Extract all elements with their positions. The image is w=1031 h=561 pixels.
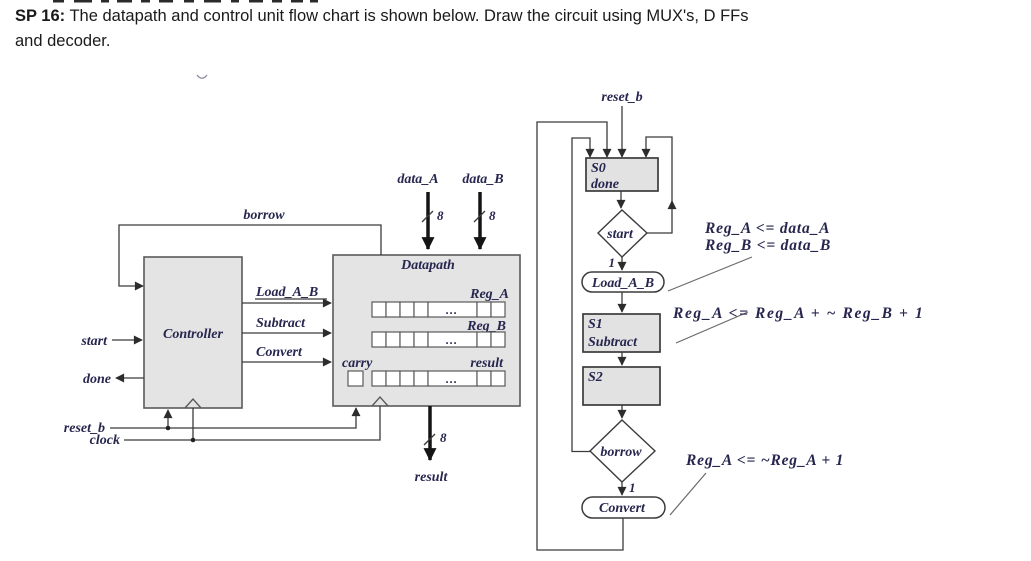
datapath-block: Datapath Reg_A ... Reg_B	[332, 254, 521, 407]
s0-name: S0	[591, 161, 606, 176]
control-signal-wires: Load_A_B Subtract Convert	[242, 285, 332, 367]
clock-junction-dot	[190, 437, 196, 443]
load-a-b-state-label: Load_A_B	[591, 276, 654, 291]
load-annotation-line1: Reg_A <= data_A	[704, 220, 830, 237]
subtract-label: Subtract	[256, 316, 306, 331]
result-bus-width: 8	[440, 430, 447, 445]
carry-cell	[347, 370, 364, 387]
controller-block: Controller	[143, 256, 243, 409]
state-s0: S0 done	[585, 157, 659, 192]
subtract-annotation-pointer	[675, 311, 749, 344]
start-false-loop-wire	[641, 136, 673, 234]
result-ellipsis: ...	[446, 372, 458, 386]
load-a-b-label: Load_A_B	[255, 285, 318, 300]
state-s2: S2	[582, 366, 661, 406]
reset-b-label: reset_b	[64, 421, 105, 436]
data-b-width-slash	[473, 210, 486, 223]
s1-output: Subtract	[588, 335, 638, 350]
subtract-annotation: Reg_A <= Reg_A + ~ Reg_B + 1	[672, 305, 924, 322]
result-reg-label: result	[470, 356, 504, 371]
state-s1: S1 Subtract	[582, 313, 661, 353]
convert-annotation-pointer	[669, 472, 707, 516]
reg-a-label: Reg_A	[469, 287, 509, 302]
problem-statement-line1: SP 16: The datapath and control unit flo…	[15, 4, 748, 29]
convert-annotation: Reg_A <= ~Reg_A + 1	[685, 452, 844, 469]
s1-name: S1	[588, 317, 603, 332]
controller-clock-triangle-icon	[184, 397, 202, 409]
load-a-b-state: Load_A_B	[581, 271, 665, 293]
convert-loop-wire	[536, 121, 624, 551]
reg-b-cells: ...	[371, 331, 506, 348]
s2-name: S2	[588, 370, 603, 385]
start-decision: start	[596, 209, 649, 258]
datapath-label: Datapath	[400, 258, 455, 273]
s0-output: done	[591, 177, 619, 192]
result-output-label: result	[415, 470, 449, 485]
controller-box	[143, 256, 243, 409]
clock-label: clock	[90, 433, 120, 448]
data-b-label: data_B	[462, 172, 503, 187]
load-annotation-pointer	[667, 256, 753, 292]
borrow-false-loop-wire	[571, 137, 595, 453]
convert-state-label: Convert	[599, 501, 646, 516]
load-annotation-line2: Reg_B <= data_B	[704, 237, 831, 254]
reg-a-cells: ...	[371, 301, 506, 318]
start-label: start	[80, 334, 108, 349]
cropped-text-artifact	[53, 0, 318, 3]
data-a-label: data_A	[397, 172, 438, 187]
data-a-width-slash	[421, 210, 434, 223]
data-buses: data_A data_B 8 8 8 result	[397, 172, 503, 485]
done-label: done	[83, 372, 111, 387]
rtl-annotations: Reg_A <= data_A Reg_B <= data_B Reg_A <=…	[667, 220, 924, 516]
flowchart: reset_b S0 done start 1	[536, 90, 677, 551]
borrow-decision-label: borrow	[600, 445, 642, 460]
reg-a-ellipsis: ...	[446, 303, 458, 317]
controller-label: Controller	[163, 327, 223, 342]
block-diagram: Controller Datapath Reg_A ...	[64, 172, 521, 485]
borrow-decision: borrow	[588, 419, 657, 483]
reg-b-label: Reg_B	[466, 319, 506, 334]
start-decision-label: start	[606, 227, 634, 242]
carry-label: carry	[342, 356, 373, 371]
data-b-bus-width: 8	[489, 208, 496, 223]
start-true-branch-label: 1	[609, 255, 616, 270]
borrow-wire: borrow	[118, 208, 382, 291]
problem-id: SP 16:	[15, 7, 66, 25]
problem-text-line2: and decoder.	[15, 32, 111, 50]
data-a-bus-width: 8	[437, 208, 444, 223]
problem-statement: SP 16: The datapath and control unit flo…	[15, 4, 748, 54]
reset-junction-dot	[165, 425, 171, 431]
problem-text-line1: The datapath and control unit flow chart…	[69, 7, 749, 25]
reg-b-ellipsis: ...	[446, 333, 458, 347]
borrow-true-branch-label: 1	[629, 480, 636, 495]
stray-mark	[196, 74, 208, 79]
io-signals: start done reset_b clock	[64, 334, 381, 448]
result-width-slash	[423, 433, 436, 446]
convert-state: Convert	[581, 496, 666, 519]
datapath-clock-triangle-icon	[371, 395, 389, 407]
convert-label: Convert	[256, 345, 303, 360]
result-cells: ...	[347, 370, 506, 387]
flowchart-reset-b-label: reset_b	[601, 90, 642, 105]
borrow-label: borrow	[243, 208, 285, 223]
